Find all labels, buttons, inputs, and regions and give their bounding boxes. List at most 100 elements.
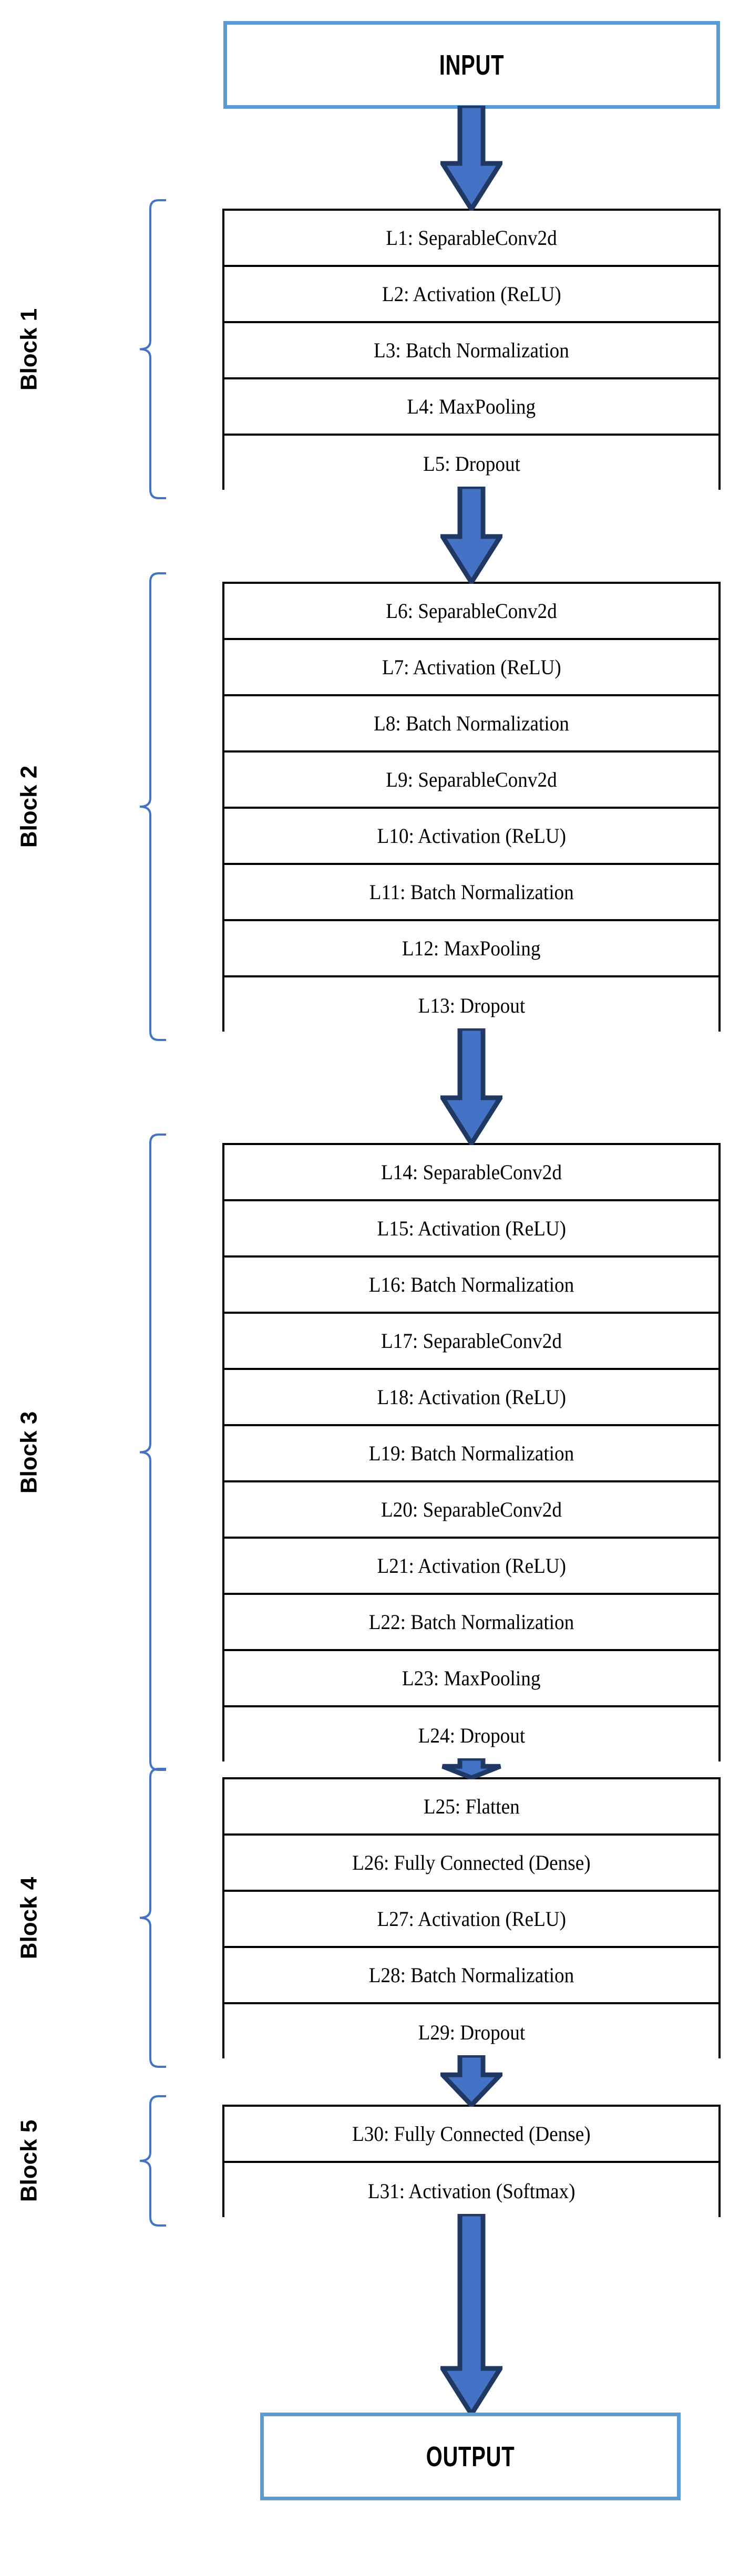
layer-label: L27: Activation (ReLU) xyxy=(377,1907,566,1931)
layer-row[interactable]: L15: Activation (ReLU) xyxy=(224,1201,718,1258)
layer-row[interactable]: L2: Activation (ReLU) xyxy=(224,267,718,323)
layer-row[interactable]: L24: Dropout xyxy=(224,1707,718,1764)
layer-row[interactable]: L18: Activation (ReLU) xyxy=(224,1370,718,1426)
arrow-block1-to-block2 xyxy=(440,487,502,584)
arrow-block5-to-output xyxy=(440,2214,502,2416)
layer-label: L6: SeparableConv2d xyxy=(386,599,557,623)
layer-row[interactable]: L31: Activation (Softmax) xyxy=(224,2163,718,2219)
layer-label: L10: Activation (ReLU) xyxy=(377,824,566,848)
block-5-layer-stack: L30: Fully Connected (Dense) L31: Activat… xyxy=(222,2105,721,2219)
layer-row[interactable]: L13: Dropout xyxy=(224,977,718,1034)
block-1-brace xyxy=(138,199,169,499)
layer-row[interactable]: L28: Batch Normalization xyxy=(224,1948,718,2004)
down-arrow-icon xyxy=(441,1758,501,1779)
layer-label: L19: Batch Normalization xyxy=(368,1441,574,1465)
block-4-label: Block 4 xyxy=(16,1877,42,1959)
layer-row[interactable]: L27: Activation (ReLU) xyxy=(224,1892,718,1948)
layer-label: L23: MaxPooling xyxy=(402,1666,541,1690)
block-3-label: Block 3 xyxy=(16,1411,42,1493)
layer-label: L8: Batch Normalization xyxy=(374,712,569,735)
layer-row[interactable]: L8: Batch Normalization xyxy=(224,696,718,753)
block-2-brace xyxy=(138,572,169,1041)
layer-row[interactable]: L10: Activation (ReLU) xyxy=(224,809,718,865)
layer-row[interactable]: L26: Fully Connected (Dense) xyxy=(224,1836,718,1892)
layer-row[interactable]: L25: Flatten xyxy=(224,1779,718,1836)
down-arrow-icon xyxy=(440,2055,502,2107)
layer-row[interactable]: L21: Activation (ReLU) xyxy=(224,1539,718,1595)
curly-brace-icon xyxy=(139,2095,166,2227)
layer-label: L17: SeparableConv2d xyxy=(381,1329,562,1353)
layer-label: L20: SeparableConv2d xyxy=(381,1498,562,1521)
layer-row[interactable]: L30: Fully Connected (Dense) xyxy=(224,2107,718,2163)
layer-row[interactable]: L19: Batch Normalization xyxy=(224,1426,718,1482)
layer-row[interactable]: L16: Batch Normalization xyxy=(224,1258,718,1314)
layer-label: L30: Fully Connected (Dense) xyxy=(352,2122,591,2146)
block-3-label-wrap: Block 3 xyxy=(5,1143,53,1761)
block-4-label-wrap: Block 4 xyxy=(5,1777,53,2058)
layer-label: L2: Activation (ReLU) xyxy=(382,282,561,306)
layer-label: L31: Activation (Softmax) xyxy=(367,2179,576,2203)
layer-row[interactable]: L9: SeparableConv2d xyxy=(224,753,718,809)
block-1-label-wrap: Block 1 xyxy=(5,209,53,490)
block-1-label: Block 1 xyxy=(16,308,42,390)
block-4-brace xyxy=(138,1768,169,2068)
layer-row[interactable]: L29: Dropout xyxy=(224,2004,718,2060)
layer-label: L14: SeparableConv2d xyxy=(381,1160,562,1184)
layer-label: L7: Activation (ReLU) xyxy=(382,655,561,679)
layer-row[interactable]: L17: SeparableConv2d xyxy=(224,1314,718,1370)
layer-label: L3: Batch Normalization xyxy=(374,338,569,362)
layer-row[interactable]: L14: SeparableConv2d xyxy=(224,1145,718,1201)
layer-label: L24: Dropout xyxy=(418,1724,525,1747)
layer-label: L12: MaxPooling xyxy=(402,936,541,960)
layer-row[interactable]: L23: MaxPooling xyxy=(224,1651,718,1707)
layer-label: L13: Dropout xyxy=(418,994,525,1017)
arrow-block4-to-block5 xyxy=(440,2055,502,2107)
curly-brace-icon xyxy=(139,572,166,1041)
layer-label: L5: Dropout xyxy=(423,452,520,476)
layer-label: L18: Activation (ReLU) xyxy=(377,1385,566,1409)
layer-row[interactable]: L7: Activation (ReLU) xyxy=(224,640,718,696)
layer-row[interactable]: L12: MaxPooling xyxy=(224,921,718,977)
layer-label: L25: Flatten xyxy=(423,1795,520,1818)
layer-label: L15: Activation (ReLU) xyxy=(377,1217,566,1240)
down-arrow-icon xyxy=(440,1028,502,1145)
layer-row[interactable]: L3: Batch Normalization xyxy=(224,323,718,379)
curly-brace-icon xyxy=(139,199,166,499)
layer-row[interactable]: L6: SeparableConv2d xyxy=(224,584,718,640)
block-2-label: Block 2 xyxy=(16,765,42,848)
down-arrow-icon xyxy=(440,2214,502,2416)
layer-label: L4: MaxPooling xyxy=(407,395,536,418)
layer-label: L11: Batch Normalization xyxy=(369,880,574,904)
layer-label: L9: SeparableConv2d xyxy=(386,768,557,791)
layer-row[interactable]: L4: MaxPooling xyxy=(224,379,718,436)
layer-row[interactable]: L1: SeparableConv2d xyxy=(224,211,718,267)
layer-row[interactable]: L5: Dropout xyxy=(224,436,718,492)
layer-label: L22: Batch Normalization xyxy=(368,1610,574,1634)
down-arrow-icon xyxy=(440,487,502,584)
curly-brace-icon xyxy=(139,1134,166,1771)
block-3-brace xyxy=(138,1134,169,1771)
layer-label: L26: Fully Connected (Dense) xyxy=(352,1851,591,1874)
output-terminal-box[interactable]: OUTPUT xyxy=(260,2413,681,2500)
layer-row[interactable]: L22: Batch Normalization xyxy=(224,1595,718,1651)
block-2-label-wrap: Block 2 xyxy=(5,582,53,1032)
block-5-brace xyxy=(138,2095,169,2227)
layer-label: L16: Batch Normalization xyxy=(368,1273,574,1296)
input-terminal-box[interactable]: INPUT xyxy=(223,21,720,109)
arrow-block3-to-block4 xyxy=(440,1758,502,1779)
curly-brace-icon xyxy=(139,1768,166,2068)
layer-label: L1: SeparableConv2d xyxy=(386,226,557,250)
layer-row[interactable]: L11: Batch Normalization xyxy=(224,865,718,921)
output-terminal-box-label: OUTPUT xyxy=(426,2440,515,2472)
arrow-block2-to-block3 xyxy=(440,1028,502,1145)
layer-label: L29: Dropout xyxy=(418,2021,525,2044)
layer-row[interactable]: L20: SeparableConv2d xyxy=(224,1482,718,1539)
down-arrow-icon xyxy=(440,106,502,211)
layer-label: L28: Batch Normalization xyxy=(368,1963,574,1987)
layer-label: L21: Activation (ReLU) xyxy=(377,1554,566,1578)
